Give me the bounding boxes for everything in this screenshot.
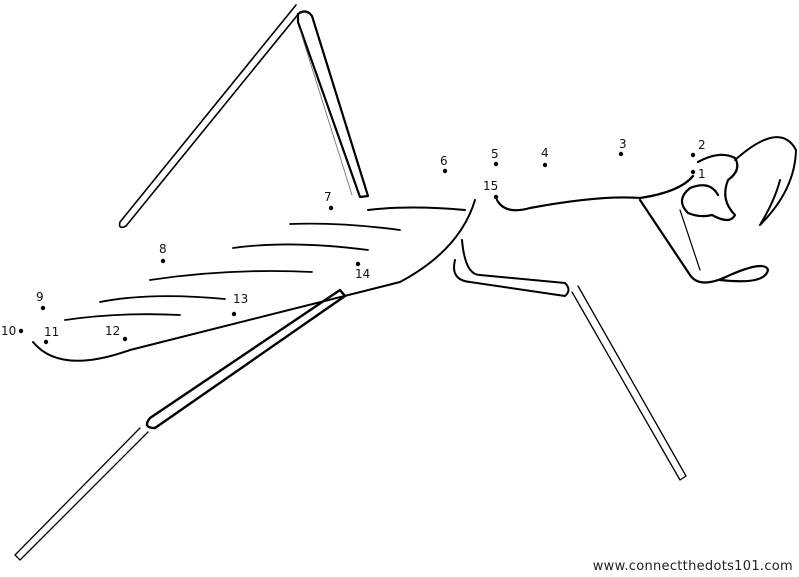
dot-1	[690, 169, 696, 175]
dot-number-label: 3	[619, 137, 627, 151]
dot-8	[160, 258, 166, 264]
dot-12	[122, 336, 128, 342]
dot-number-label: 5	[491, 147, 499, 161]
hind-leg	[145, 288, 347, 430]
dot-number-label: 11	[44, 325, 59, 339]
dot-number-label: 13	[233, 292, 248, 306]
dot-number-label: 1	[698, 167, 706, 181]
thigh-upper	[296, 10, 370, 199]
middle-leg	[453, 239, 570, 297]
site-watermark: www.connectthedots101.com	[592, 559, 793, 574]
dot-5	[493, 161, 499, 167]
dot-3	[618, 151, 624, 157]
dot-11	[43, 339, 49, 345]
thorax	[495, 174, 695, 212]
dot-number-label: 14	[355, 267, 370, 281]
dot-4	[542, 162, 548, 168]
raptorial-arm	[734, 136, 797, 226]
dot-number-label: 10	[1, 324, 16, 338]
dot-9	[40, 305, 46, 311]
dot-number-label: 9	[36, 290, 44, 304]
dot-number-label: 8	[159, 242, 167, 256]
head	[680, 153, 739, 222]
back-leg-upper	[118, 4, 301, 229]
abdomen-edge	[32, 199, 476, 362]
dot-15	[493, 194, 499, 200]
dot-10	[18, 328, 24, 334]
dot-number-label: 4	[541, 146, 549, 160]
dot-14	[355, 261, 361, 267]
dot-13	[231, 311, 237, 317]
dot-number-label: 12	[105, 324, 120, 338]
dot-number-label: 15	[483, 179, 498, 193]
dot-7	[328, 205, 334, 211]
dot-6	[442, 168, 448, 174]
dot-number-label: 6	[440, 154, 448, 168]
dot-number-label: 7	[324, 190, 332, 204]
dot-2	[690, 152, 696, 158]
wing-vein	[367, 206, 466, 211]
dot-number-label: 2	[698, 138, 706, 152]
